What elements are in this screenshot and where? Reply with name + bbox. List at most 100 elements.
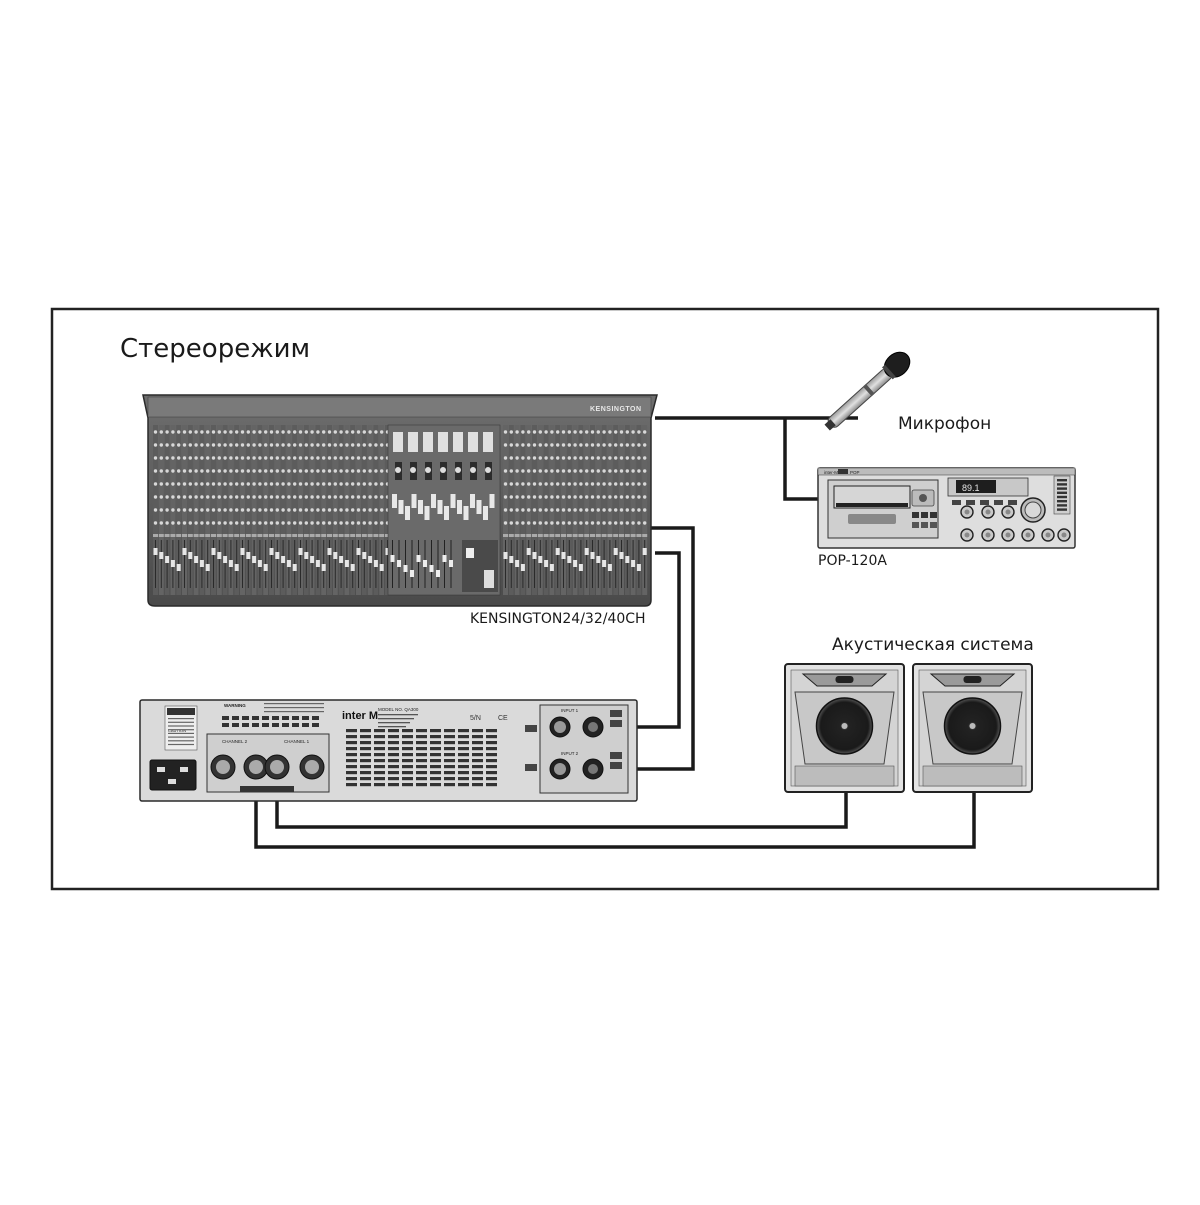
mixer-strip-part: [503, 456, 508, 460]
mixer-strip-part: [205, 564, 210, 571]
mixer-strip-part: [549, 534, 555, 537]
mixer-strip-part: [182, 508, 187, 512]
mixer-group-fader: [476, 500, 482, 514]
amp-vent-slot: [458, 783, 469, 787]
mixer-strip-part: [573, 521, 577, 525]
mixer-strip-part: [368, 495, 372, 499]
mixer-strip-part: [258, 508, 262, 512]
player-meter-segment: [1057, 500, 1067, 503]
mixer-strip-part: [550, 508, 554, 512]
mixer-strip-part: [153, 521, 158, 525]
mixer-strip-part: [165, 482, 169, 486]
mixer-strip-part: [287, 508, 291, 512]
amp-vent-slot: [416, 759, 427, 763]
mixer-strip-part: [159, 430, 163, 434]
mixer-strip-part: [625, 430, 629, 434]
mixer-strip-part: [561, 534, 566, 537]
mixer-strip-part: [515, 443, 519, 447]
amp-channel-1-label: CHANNEL 1: [284, 739, 310, 744]
amp-vent-slot: [444, 759, 455, 763]
mixer-strip-part: [286, 534, 292, 537]
amp-vent-slot: [402, 759, 413, 763]
mixer-strip-part: [608, 521, 612, 525]
amp-vent-slot: [402, 765, 413, 769]
mixer-strip-part: [380, 456, 384, 460]
amp-vent-slot: [444, 747, 455, 751]
mixer-strip-part: [550, 495, 554, 499]
amp-input-2-label: INPUT 2: [561, 751, 579, 756]
amp-switch: [610, 720, 622, 727]
mixer-strip-part: [264, 469, 268, 473]
mixer-master-knob: [455, 467, 461, 473]
mixer-strip-part: [292, 564, 297, 571]
amp-vent-slot: [416, 765, 427, 769]
mixer-strip-part: [200, 443, 204, 447]
mixer-strip-part: [171, 482, 175, 486]
mixer-strip-part: [374, 508, 378, 512]
player-deck-button: [921, 512, 928, 518]
mixer-strip-part: [590, 482, 595, 486]
mixer-strip-part: [217, 443, 221, 447]
mixer-strip-part: [309, 534, 315, 537]
mixer-strip-part: [614, 469, 618, 473]
amp-sticker-line: [168, 721, 194, 723]
mixer-strip-part: [246, 443, 250, 447]
mixer-strip-part: [316, 521, 320, 525]
mixer-strip-part: [340, 540, 342, 588]
mixer-master-fader-cap: [466, 548, 474, 558]
mixer-strip-part: [153, 443, 158, 447]
mixer-strip-part: [592, 540, 593, 588]
mixer-strip-part: [509, 508, 513, 512]
mixer-strip-part: [293, 456, 297, 460]
mixer-group-fader: [411, 494, 417, 508]
mixer-strip-part: [322, 443, 326, 447]
mixer-strip-part: [235, 521, 239, 525]
amp-vent-slot: [292, 723, 299, 727]
mixer-strip-part: [211, 508, 216, 512]
mixer-strip-part: [206, 443, 210, 447]
amp-vent-slot: [444, 735, 455, 739]
mixer-strip-part: [165, 443, 169, 447]
mixer-strip-part: [503, 534, 508, 537]
amp-vent-slot: [458, 729, 469, 733]
mixer-group-fader: [483, 506, 488, 520]
mixer-strip-part: [159, 456, 163, 460]
amp-vent-slot: [374, 771, 385, 775]
mixer-strip-part: [351, 469, 355, 473]
mixer-strip-part: [556, 495, 560, 499]
mixer-strip-part: [206, 456, 210, 460]
mixer-strip-part: [322, 521, 326, 525]
mixer-strip-part: [269, 430, 274, 434]
mixer-strip-part: [229, 521, 233, 525]
amp-sticker-line: [168, 740, 194, 742]
mixer-strip-part: [240, 443, 245, 447]
mixer-strip-part: [182, 443, 187, 447]
mixer-strip-part: [316, 443, 320, 447]
mixer-strip-part: [595, 534, 601, 537]
amp-vent-slot: [472, 735, 483, 739]
mixer-strip-part: [315, 560, 320, 567]
amp-vent-slot: [272, 716, 279, 720]
mixer-strip-part: [578, 534, 584, 537]
mixer-strip-part: [252, 443, 256, 447]
mixer-strip-part: [579, 482, 583, 486]
mixer-strip-part: [597, 540, 599, 588]
mixer-channel-strips: [153, 425, 648, 595]
mixer-strip-part: [333, 521, 337, 525]
amp-sticker-line: [168, 743, 194, 746]
mixer-master-button: [408, 432, 418, 452]
mixer-strip-part: [508, 534, 514, 537]
mixer-strip-part: [643, 508, 647, 512]
amp-vent-slot: [472, 729, 483, 733]
mixer-strip-part: [539, 540, 541, 588]
mixer-strip-part: [252, 469, 256, 473]
mixer-strip-part: [643, 521, 647, 525]
player-meter-segment: [1057, 487, 1067, 490]
mixer-strip-part: [567, 556, 572, 563]
mixer-strip-part: [613, 548, 618, 555]
mixer-strip-part: [304, 508, 308, 512]
mixer-strip-part: [339, 430, 343, 434]
mixer-strip-part: [614, 521, 618, 525]
mixer-strip-part: [252, 456, 256, 460]
mixer-group-cap: [397, 560, 401, 567]
